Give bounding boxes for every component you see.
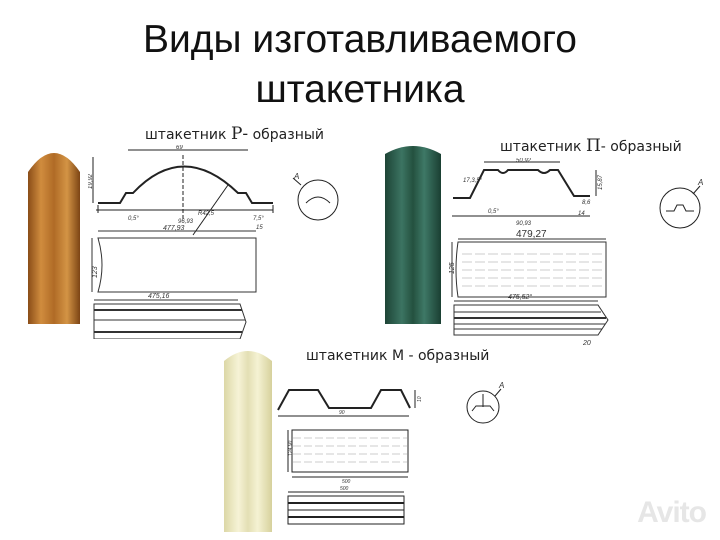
svg-text:14: 14: [578, 211, 585, 217]
p-profile-drawing: 50,92 17,3,5° 15,87 0,5° 8,6 14 90,93 A: [452, 158, 703, 229]
svg-text:15: 15: [256, 225, 263, 231]
svg-text:50,92: 50,92: [516, 158, 532, 164]
avito-watermark: Avito: [637, 496, 707, 529]
svg-text:475,16: 475,16: [148, 293, 170, 300]
svg-text:8,6: 8,6: [582, 200, 591, 206]
svg-text:477,93: 477,93: [163, 225, 185, 232]
p-sheet-length-label: 479,27: [516, 229, 547, 240]
title-line-2: штакетника: [255, 68, 465, 111]
svg-text:123: 123: [92, 266, 99, 278]
svg-text:A: A: [498, 381, 504, 390]
cream-picket-image: [224, 351, 272, 532]
svg-text:17,3,5°: 17,3,5°: [463, 178, 483, 184]
title-line-1: Виды изготавливаемого: [143, 18, 577, 61]
svg-text:R42,5: R42,5: [198, 211, 215, 217]
svg-text:90: 90: [339, 410, 345, 416]
svg-text:500: 500: [342, 479, 351, 485]
svg-text:10: 10: [417, 396, 423, 402]
r-sheet-drawing: 477,93 123 475,16: [91, 225, 257, 339]
label-r-shaped: штакетник Р- образный: [145, 124, 324, 144]
svg-text:90,93: 90,93: [516, 221, 532, 227]
svg-text:A: A: [293, 172, 299, 181]
label-m-shaped: штакетник М - образный: [306, 348, 490, 364]
svg-text:15,87: 15,87: [598, 174, 604, 190]
svg-text:475,52°: 475,52°: [508, 293, 532, 301]
label-p-shaped: штакетник П- образный: [500, 136, 682, 156]
svg-text:0,5°: 0,5°: [128, 216, 139, 222]
svg-text:19,92: 19,92: [88, 173, 94, 189]
svg-text:124,90: 124,90: [288, 440, 294, 456]
green-picket-image: [385, 146, 441, 324]
svg-text:125: 125: [449, 262, 456, 274]
r-profile-drawing: 69 19,92 0,5° R42,5 7,5° 15 96,93 A: [88, 145, 339, 236]
svg-text:69: 69: [176, 145, 183, 151]
svg-text:0,5°: 0,5°: [488, 209, 499, 215]
svg-text:7,5°: 7,5°: [253, 216, 264, 222]
svg-text:A: A: [697, 178, 703, 187]
svg-text:500: 500: [340, 486, 349, 492]
svg-text:96,93: 96,93: [178, 219, 194, 225]
wood-picket-image: [28, 153, 80, 324]
m-profile-drawing: 90 10 124,90 500 500 A: [277, 381, 504, 525]
p-sheet-drawing: 479,27 125 475,52° 20: [449, 229, 609, 347]
svg-text:20: 20: [582, 340, 591, 347]
